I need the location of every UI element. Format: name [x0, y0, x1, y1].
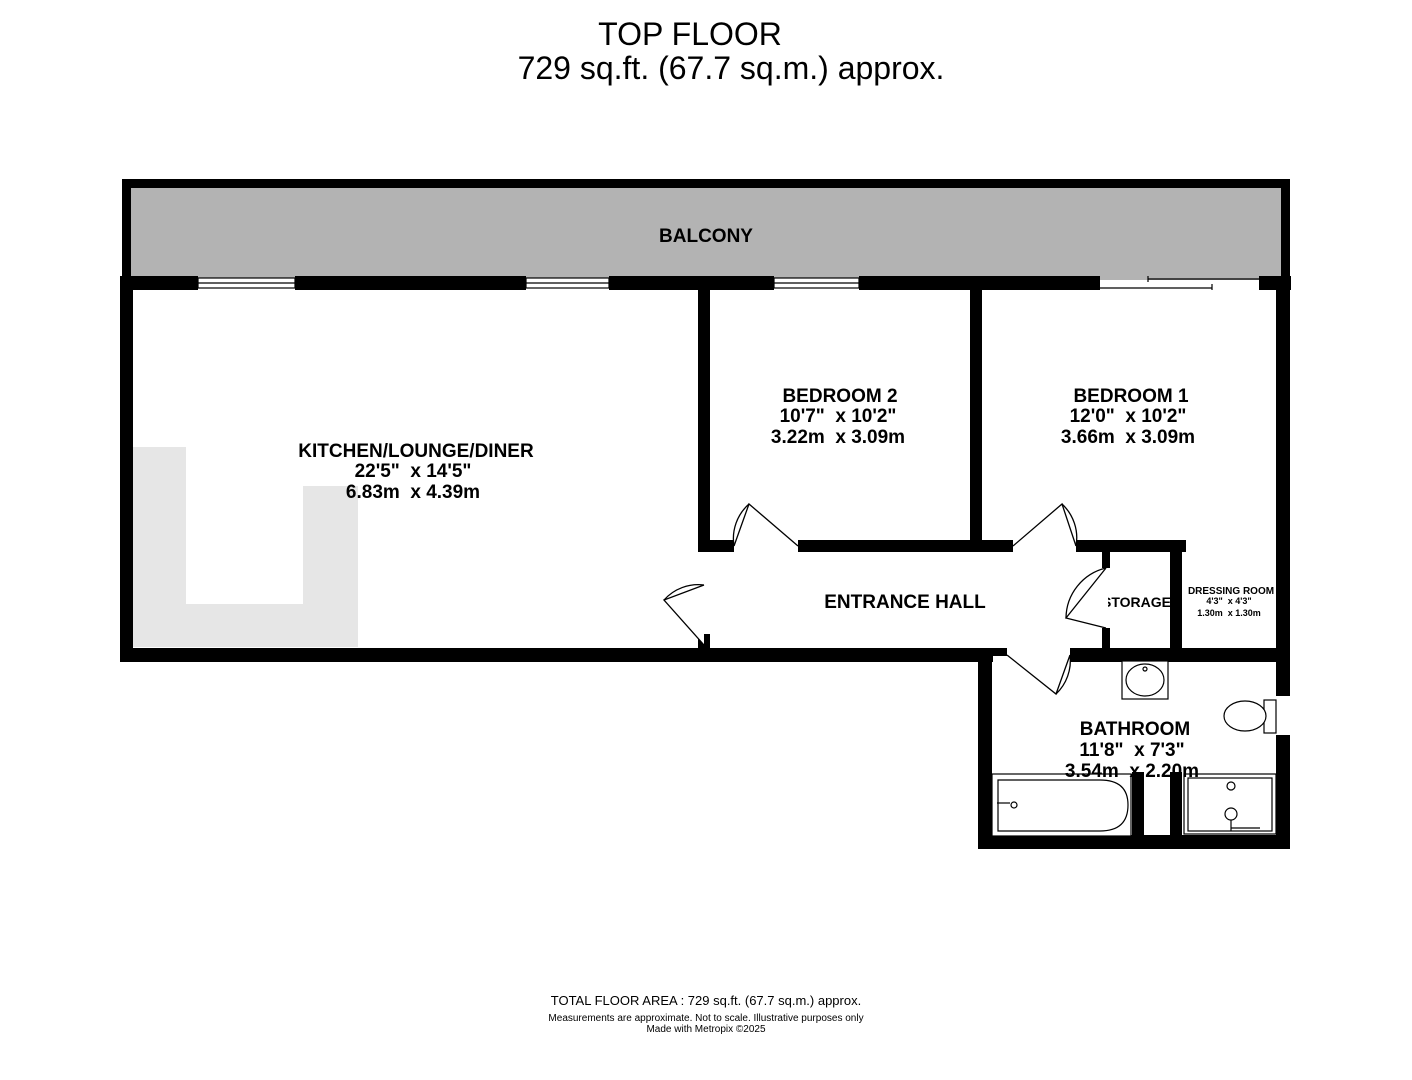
bedroom2-imperial: 10'7" x 10'2": [780, 406, 897, 427]
bath-tub: [991, 773, 1132, 837]
windows: [197, 277, 860, 289]
balcony-wall-left: [122, 179, 131, 283]
kitchen-imperial: 22'5" x 14'5": [355, 461, 472, 482]
balcony-wall-right: [1281, 179, 1290, 283]
shower-tray: [1183, 773, 1277, 835]
hall-name: ENTRANCE HALL: [824, 592, 986, 613]
walls: [120, 276, 1291, 849]
door-swings: [662, 502, 1107, 696]
bathroom-name: BATHROOM: [1080, 719, 1190, 740]
bathroom-imperial: 11'8" x 7'3": [1079, 740, 1184, 761]
storage-name: STORAGE: [1102, 594, 1171, 610]
total-floor-area: TOTAL FLOOR AREA : 729 sq.ft. (67.7 sq.m…: [550, 993, 862, 1008]
floor-title: TOP FLOOR: [598, 16, 782, 52]
floor-area: 729 sq.ft. (67.7 sq.m.) approx.: [517, 50, 945, 86]
credit: Made with Metropix ©2025: [646, 1024, 766, 1035]
disclaimer: Measurements are approximate. Not to sca…: [548, 1013, 864, 1024]
bedroom1-name: BEDROOM 1: [1073, 386, 1189, 407]
balcony-area: [126, 184, 1285, 280]
balcony-label: BALCONY: [659, 226, 753, 247]
kitchen-name: KITCHEN/LOUNGE/DINER: [298, 441, 534, 462]
toilet: [1223, 699, 1277, 734]
bedroom2-metric: 3.22m x 3.09m: [771, 427, 905, 448]
kitchen-metric: 6.83m x 4.39m: [346, 482, 480, 503]
balcony-wall-top: [122, 179, 1290, 188]
bedroom1-imperial: 12'0" x 10'2": [1070, 406, 1187, 427]
sliding-door: [1100, 276, 1259, 290]
wash-basin: [1121, 660, 1169, 700]
dressing-metric: 1.30m x 1.30m: [1197, 608, 1261, 618]
dressing-name: DRESSING ROOM: [1188, 586, 1274, 597]
bathroom-metric: 3.54m x 2.20m: [1065, 761, 1199, 782]
kitchen-units: [132, 447, 358, 647]
bedroom1-metric: 3.66m x 3.09m: [1061, 427, 1195, 448]
bedroom2-name: BEDROOM 2: [782, 386, 897, 407]
dressing-imperial: 4'3" x 4'3": [1206, 596, 1251, 606]
